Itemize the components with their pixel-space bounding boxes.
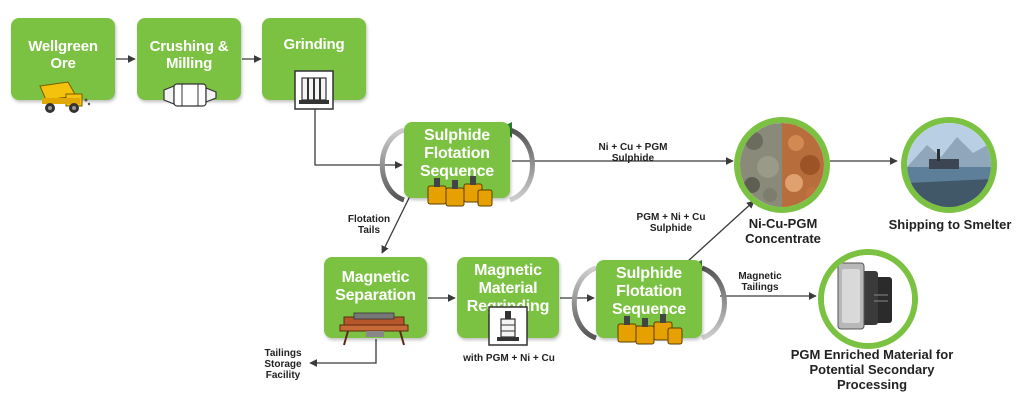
caption-pgm-enriched: PGM Enriched Material for Potential Seco… — [790, 347, 954, 392]
pgm-material-photo-circle — [818, 249, 918, 349]
box-sulphide-flotation-2-label: Sulphide Flotation Sequence — [612, 265, 686, 318]
arrow-magsep-to-tailings — [309, 339, 377, 367]
box-magnetic-separation-label: Magnetic Separation — [335, 269, 416, 304]
smelter-photo-circle — [901, 117, 997, 213]
label-tailings-storage: Tailings Storage Facility — [264, 348, 302, 381]
concentrate-photo-circle — [734, 117, 830, 213]
box-sulphide-flotation-1-label: Sulphide Flotation Sequence — [420, 127, 494, 180]
box-grinding-label: Grinding — [283, 36, 345, 53]
box-magnetic-material-regrinding-label: Magnetic Material Regrinding — [467, 262, 550, 315]
box-wellgreen-ore-label: Wellgreen Ore — [28, 38, 98, 72]
arrow-flotation2-to-concentrate — [686, 200, 755, 263]
pgm-bars-picture — [824, 255, 912, 343]
label-sulphide-top: Ni + Cu + PGM Sulphide — [598, 142, 668, 164]
flotation-cells-icon-2 — [617, 314, 683, 345]
box-crushing-milling-label: Crushing & Milling — [149, 38, 229, 72]
caption-shipping: Shipping to Smelter — [888, 217, 1012, 232]
recycle-loop-flotation2-left — [571, 265, 598, 341]
arrow-flotation1-to-magsep — [381, 195, 411, 254]
crusher-mill-icon — [163, 83, 217, 107]
concentrate-rock-picture — [740, 123, 824, 207]
grinding-mill-icon — [294, 70, 334, 110]
smelter-landscape-picture — [907, 123, 991, 207]
dump-truck-icon — [39, 81, 91, 113]
arrow-grinding-to-flotation1 — [314, 101, 403, 169]
magnetic-separator-icon — [339, 312, 409, 346]
recycle-loop-flotation1-left — [379, 127, 406, 203]
label-magnetic-tailings: Magnetic Tailings — [738, 271, 782, 293]
label-sulphide-diagonal: PGM + Ni + Cu Sulphide — [636, 212, 706, 234]
box-sulphide-flotation-1: Sulphide Flotation Sequence — [404, 122, 510, 198]
recycle-loop-flotation1-right — [508, 127, 535, 203]
flotation-cells-icon-1 — [427, 176, 493, 207]
regrind-mill-icon — [488, 306, 528, 346]
recycle-loop-flotation2-right — [700, 265, 727, 341]
caption-concentrate: Ni-Cu-PGM Concentrate — [745, 216, 821, 246]
box-sulphide-flotation-2: Sulphide Flotation Sequence — [596, 260, 702, 338]
label-flotation-tails: Flotation Tails — [347, 214, 391, 236]
label-with-pgm: with PGM + Ni + Cu — [463, 353, 555, 364]
